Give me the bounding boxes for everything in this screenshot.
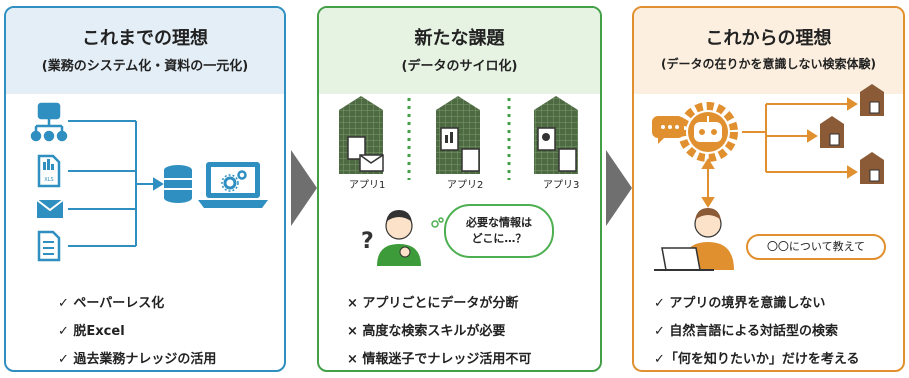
silo-label: アプリ2 — [447, 180, 484, 191]
panel-subtitle: (業務のシステム化・資料の一元化) — [41, 59, 249, 74]
silo-diagram: ? — [339, 96, 578, 266]
document-icon — [37, 230, 61, 262]
bullet-no-excel: ✓ 脱Excel — [58, 324, 125, 339]
bullet-data-split: × アプリごとにデータが分断 — [347, 296, 519, 311]
storage-barrel-icon — [860, 152, 884, 184]
silo-label: アプリ1 — [349, 180, 386, 191]
person-laptop-icon — [654, 208, 734, 271]
panel-future-ideal: これからの理想 (データの在りかを意識しない検索体験) — [632, 6, 905, 372]
svg-text:XLS: XLS — [44, 177, 53, 183]
connector-lines — [68, 120, 164, 247]
robot-gear-icon — [678, 102, 738, 162]
xls-file-icon: XLS — [37, 154, 61, 188]
panel-header: 新たな課題 (データのサイロ化) — [319, 8, 600, 94]
storage-barrel-icon — [860, 84, 884, 116]
speech-bubble: 必要な情報は どこに…？ — [444, 204, 554, 258]
thinking-person-icon — [377, 210, 421, 266]
bullet-search-skill: × 高度な検索スキルが必要 — [347, 324, 506, 339]
bullet-natural-language: ✓ 自然言語による対話型の検索 — [654, 324, 839, 339]
bullet-what-to-know: ✓「何を知りたいか」だけを考える — [654, 352, 860, 367]
chat-bubble-icon — [652, 116, 684, 144]
storage-barrel-icon — [820, 116, 844, 148]
chevron-right-icon — [291, 150, 317, 226]
silo-icon — [339, 96, 384, 174]
silo-icon — [534, 96, 578, 174]
panel-header: これまでの理想 (業務のシステム化・資料の一元化) — [6, 8, 284, 94]
silo-label: アプリ3 — [543, 180, 580, 191]
panel-title: これからの理想 — [705, 28, 832, 49]
system-diagram: XLS — [30, 102, 268, 262]
connector-lines — [701, 97, 858, 208]
panel-subtitle: (データのサイロ化) — [401, 59, 518, 74]
panel-title: 新たな課題 — [414, 28, 505, 49]
database-icon — [164, 165, 192, 203]
ai-search-diagram — [652, 84, 884, 271]
bubble-text: 必要な情報は — [466, 216, 532, 229]
panel-subtitle: (データの在りかを意識しない検索体験) — [661, 57, 876, 71]
panel-past-ideal: これまでの理想 (業務のシステム化・資料の一元化) XLS — [4, 6, 286, 372]
bullet-info-lost: × 情報迷子でナレッジ活用不可 — [347, 352, 532, 367]
silo-icon — [436, 96, 480, 174]
laptop-gear-icon — [198, 162, 268, 208]
bullet-paperless: ✓ ペーパーレス化 — [58, 296, 165, 311]
chat-prompt-bubble: 〇〇について教えて — [746, 234, 886, 260]
panel-new-issue: 新たな課題 (データのサイロ化) — [317, 6, 602, 372]
question-mark-icon: ? — [361, 229, 374, 254]
panel-title: これまでの理想 — [82, 28, 208, 49]
panel-header: これからの理想 (データの在りかを意識しない検索体験) — [634, 8, 903, 94]
bullet-knowledge: ✓ 過去業務ナレッジの活用 — [58, 352, 217, 367]
bubble-text: どこに…？ — [471, 232, 527, 245]
mail-icon — [36, 199, 64, 218]
org-chart-icon — [30, 102, 68, 142]
chevron-right-icon — [606, 150, 632, 226]
bullet-app-boundary: ✓ アプリの境界を意識しない — [654, 296, 826, 311]
